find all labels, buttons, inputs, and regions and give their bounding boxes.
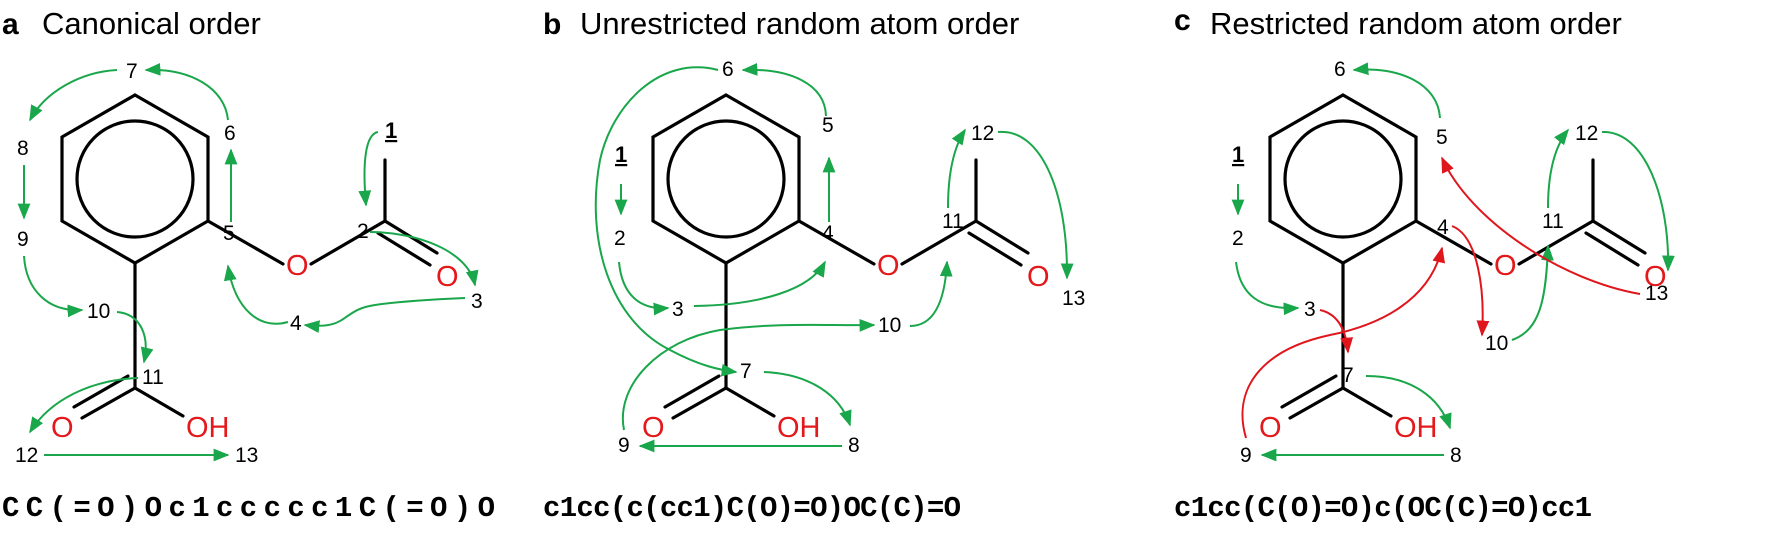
panel-c: c Restricted random atom order O O O OH …	[1174, 4, 1675, 525]
panel-a-atom-12: 12	[15, 444, 38, 467]
panel-b-smiles: c1cc(c(cc1)C(O)=O)OC(C)=O	[543, 492, 961, 525]
panel-a-letter: a	[2, 8, 19, 41]
panel-b-traversal-arrows	[594, 62, 1074, 453]
panel-a-atom-11: 11	[142, 366, 164, 389]
panel-b-atom-4: 4	[822, 222, 834, 245]
panel-b-atom-12: 12	[971, 122, 994, 145]
panel-a-acid-oxygen: O	[51, 412, 74, 444]
panel-c-carbonyl-oxygen: O	[1644, 261, 1667, 293]
panel-b-atom-7: 7	[740, 360, 752, 383]
panel-a-atom-8: 8	[17, 137, 29, 160]
panel-c-atom-8: 8	[1450, 444, 1462, 467]
panel-c-atom-3: 3	[1304, 298, 1316, 321]
panel-a-atom-2: 2	[357, 220, 369, 243]
panel-a-carbonyl-oxygen: O	[436, 261, 459, 293]
panel-a-traversal-arrows	[17, 62, 479, 462]
panel-b-atom-2: 2	[614, 227, 626, 250]
panel-c-title: Restricted random atom order	[1210, 6, 1622, 41]
panel-b-atom-13: 13	[1062, 287, 1085, 310]
panel-c-atom-11: 11	[1542, 210, 1564, 233]
panel-b-letter: b	[543, 8, 561, 41]
panel-a-atom-13: 13	[235, 444, 258, 467]
panel-b-atom-9: 9	[618, 434, 630, 457]
panel-a-smiles: CC(=O)Oc1ccccc1C(=O)O	[2, 492, 495, 525]
panel-c-atom-7: 7	[1342, 364, 1354, 387]
panel-c-atom-4: 4	[1437, 216, 1449, 239]
panel-b-acid-oxygen: O	[642, 412, 665, 444]
panel-a-atom-10: 10	[87, 300, 110, 323]
panel-c-acid-oxygen: O	[1259, 412, 1282, 444]
panel-c-letter: c	[1174, 4, 1191, 37]
panel-c-smiles: c1cc(C(O)=O)c(OC(C)=O)cc1	[1174, 492, 1592, 525]
panel-c-hydroxyl: OH	[1394, 412, 1438, 444]
panel-b-carbonyl-oxygen: O	[1027, 261, 1050, 293]
panel-a-atom-1: 1	[385, 118, 397, 143]
panel-c-traversal-arrows	[1231, 62, 1675, 462]
panel-a-ester-oxygen: O	[286, 250, 309, 282]
panel-a-atom-9: 9	[17, 228, 29, 251]
panel-c-atom-5: 5	[1436, 126, 1448, 149]
panel-a-atom-7: 7	[126, 60, 138, 83]
panel-c-atom-12: 12	[1575, 122, 1598, 145]
panel-c-atom-9: 9	[1240, 444, 1252, 467]
panel-b-hydroxyl: OH	[777, 412, 821, 444]
panel-a-atom-3: 3	[471, 290, 483, 313]
panel-a-molecule	[60, 93, 439, 420]
panel-b-atom-8: 8	[848, 434, 860, 457]
panel-c-atom-1: 1	[1232, 142, 1244, 167]
panel-b-title: Unrestricted random atom order	[580, 6, 1019, 41]
panel-a-title: Canonical order	[42, 6, 261, 41]
panel-a-atom-5: 5	[223, 222, 235, 245]
panel-b-atom-5: 5	[822, 114, 834, 137]
panel-a-atom-4: 4	[290, 312, 302, 335]
panel-b-atom-6: 6	[722, 58, 734, 81]
panel-b-atom-1: 1	[615, 142, 627, 167]
panel-a-atom-6: 6	[224, 122, 236, 145]
panel-a-hydroxyl: OH	[186, 412, 230, 444]
panel-b: b Unrestricted random atom order O O O O…	[543, 6, 1085, 525]
panel-c-atom-13: 13	[1645, 282, 1668, 305]
panel-c-atom-6: 6	[1334, 58, 1346, 81]
panel-b-ester-oxygen: O	[877, 250, 900, 282]
panel-b-atom-3: 3	[672, 298, 684, 321]
panel-b-atom-10: 10	[878, 314, 901, 337]
panel-a: a Canonical order O O O OH 1 2 3 4 5 6 7…	[2, 6, 495, 525]
panel-b-atom-11: 11	[942, 210, 964, 233]
panel-c-atom-2: 2	[1232, 227, 1244, 250]
panel-c-atom-10: 10	[1485, 332, 1508, 355]
panel-c-ester-oxygen: O	[1494, 250, 1517, 282]
